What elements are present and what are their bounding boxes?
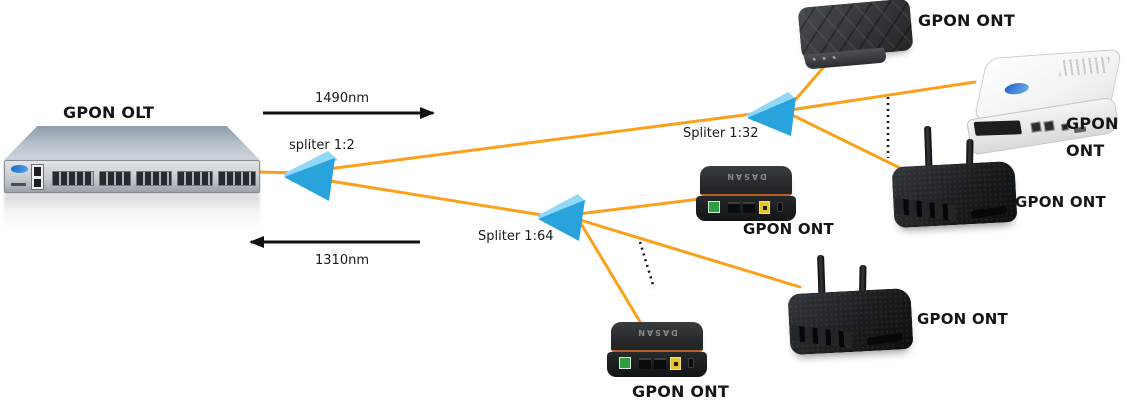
olt-sfp-group-1 — [52, 171, 94, 186]
gpon-olt-label: GPON OLT — [63, 103, 155, 122]
ont-router2-label: GPON ONT — [917, 310, 1008, 328]
fiber-splitter132-to-router1 — [788, 112, 902, 170]
splitter-1-64-icon — [537, 194, 586, 241]
olt-mgmt-ports — [31, 164, 44, 190]
dasan1-brand-text: DASAN — [725, 172, 767, 181]
gpon-olt-device — [4, 124, 260, 236]
splitter-1-64-label: Spliter 1:64 — [478, 229, 554, 244]
ont-blackbox-label: GPON ONT — [918, 11, 1015, 30]
dasan2-fiber-port — [619, 357, 631, 369]
olt-model-mark — [11, 183, 26, 186]
olt-port-groups — [52, 171, 256, 186]
fiber-splitter164-to-dasan2 — [578, 220, 647, 332]
ont-white-rj45-2 — [1043, 120, 1055, 132]
splitter-1-2-icon — [283, 151, 338, 201]
dasan2-top: DASAN — [611, 322, 703, 352]
dasan1-button — [777, 202, 783, 212]
ont-white-label-line1: GPON — [1066, 114, 1119, 133]
fiber-splitter164-to-router2 — [578, 218, 802, 289]
ont-white-label-line2: ONT — [1066, 141, 1105, 160]
olt-eth-group-1 — [136, 171, 172, 186]
olt-reflection — [4, 195, 260, 231]
router2-slot — [866, 332, 904, 346]
ont-router1-label: GPON ONT — [1015, 193, 1106, 211]
splitter-1-32-label: Spliter 1:32 — [683, 126, 759, 141]
more-onts-dots-2 — [638, 241, 656, 289]
ont-dasan1-label: GPON ONT — [743, 220, 834, 238]
ont-dasan2-device: DASAN — [607, 322, 707, 377]
fiber-splitter132-to-blackbox — [788, 59, 831, 108]
router1-body — [891, 160, 1018, 229]
fiber-splitter164-to-dasan1 — [576, 197, 702, 216]
ont-dasan2-label: GPON ONT — [632, 382, 729, 401]
dasan2-rj45-1 — [639, 358, 651, 369]
ont-dasan1-device: DASAN — [696, 166, 796, 221]
router2-body — [787, 287, 914, 356]
ont-router2-device — [787, 251, 915, 356]
olt-sfp-group-3 — [177, 171, 213, 186]
router2-ports — [791, 324, 853, 349]
ont-router1-device — [891, 125, 1019, 229]
olt-brand-logo — [11, 165, 28, 173]
dasan1-fiber-port — [708, 201, 720, 213]
dasan2-brand-text: DASAN — [636, 328, 678, 337]
dasan1-sc-port — [759, 201, 770, 214]
dasan2-rj45-2 — [654, 358, 666, 369]
ont-white-rj45-1 — [1030, 121, 1042, 133]
dasan2-front — [607, 352, 707, 377]
olt-chassis-top — [4, 126, 260, 160]
ont-blackbox-device — [797, 0, 915, 70]
ont-white-vents — [1058, 56, 1111, 77]
fiber-splitter12-to-splitter164 — [322, 178, 550, 218]
dasan1-top: DASAN — [700, 166, 792, 196]
olt-front-panel — [4, 160, 260, 193]
olt-eth-group-2 — [218, 171, 256, 186]
downstream-wavelength-label: 1490nm — [315, 91, 369, 106]
dasan1-front — [696, 196, 796, 221]
splitter-1-2-label: spliter 1:2 — [289, 138, 355, 153]
ont-white-label: GPON ONT — [1066, 110, 1132, 164]
fiber-splitter132-to-white-ont — [788, 80, 977, 112]
fiber-splitter12-to-splitter132 — [318, 112, 754, 172]
router1-ports — [895, 197, 957, 222]
dasan1-rj45-2 — [743, 202, 755, 213]
ont-white-logo — [1003, 82, 1030, 96]
dasan2-sc-port — [670, 357, 681, 370]
dasan1-rj45-1 — [728, 202, 740, 213]
router1-slot — [970, 205, 1008, 219]
dasan2-button — [688, 358, 694, 368]
olt-sfp-group-2 — [99, 171, 131, 186]
splitter-1-32-icon — [746, 92, 797, 136]
upstream-wavelength-label: 1310nm — [315, 253, 369, 268]
